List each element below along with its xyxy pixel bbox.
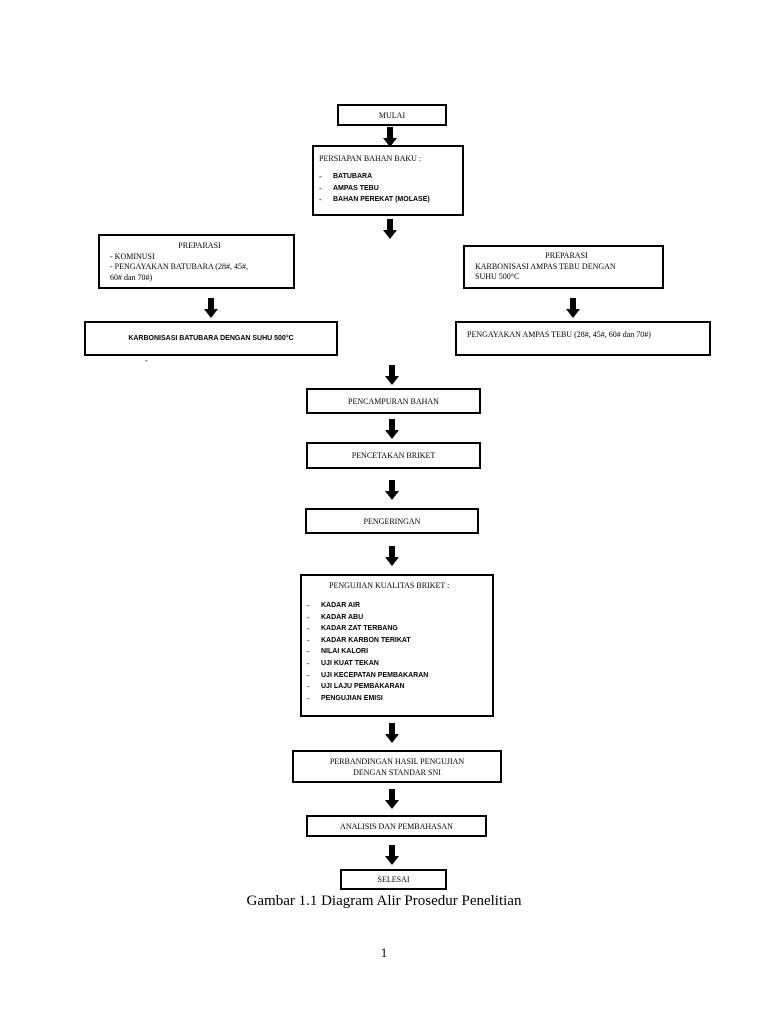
pengujian-title: PENGUJIAN KUALITAS BRIKET : [329,581,450,590]
list-item: - BATUBARA [319,171,458,183]
arrow-down-icon [385,723,399,743]
arrow-down-icon [383,127,397,147]
list-item-label: NILAI KALORI [321,648,369,656]
pencampuran-node: PENCAMPURAN BAHAN [306,388,481,414]
list-item: - BAHAN PEREKAT (MOLASE) [319,194,458,206]
pengeringan-label: PENGERINGAN [363,516,421,526]
list-dash: - [307,624,310,634]
perbandingan-line1: PERBANDINGAN HASIL PENGUJIAN [329,757,465,766]
pengujian-list: - KADAR AIR - KADAR ABU - KADAR ZAT TERBANG… [307,600,488,704]
arrow-down-icon [385,845,399,865]
list-item-label: BAHAN PEREKAT (MOLASE) [333,196,430,204]
pencetakan-label: PENCETAKAN BRIKET [351,451,436,460]
list-item-label: AMPAS TEBU [333,184,379,192]
perbandingan-line2: DENGAN STANDAR SNI [353,767,441,777]
list-item: - KADAR ZAT TERBANG [307,623,488,635]
list-dash: - [307,682,310,692]
preparasi-left-title: PREPARASI [178,241,221,250]
list-item-label: KADAR ABU [321,613,364,621]
end-label: SELESAI [377,875,410,884]
start-label: MULAI [378,110,406,120]
karbonisasi-batubara-node: KARBONISASI BATUBARA DENGAN SUHU 500°C [84,321,338,356]
list-item: - UJI LAJU PEMBAKARAN [307,681,488,693]
end-node: SELESAI [340,869,447,890]
pengujian-node: PENGUJIAN KUALITAS BRIKET : - KADAR AIR -… [300,574,494,717]
list-dash: - [319,172,322,181]
stray-mark: - [145,356,148,365]
list-item-label: KADAR KARBON TERIKAT [321,636,411,644]
preparasi-right-line2: SUHU 500°C [475,272,520,281]
list-item: - UJI KECEPATAN PEMBAKARAN [307,670,488,682]
page-number: 1 [380,945,388,960]
bahan-baku-title: PERSIAPAN BAHAN BAKU : [319,154,422,163]
list-dash: - [307,612,310,622]
list-item: - KADAR KARBON TERIKAT [307,635,488,647]
arrow-down-icon [204,298,218,318]
arrow-down-icon [385,365,399,385]
preparasi-right-node: PREPARASI KARBONISASI AMPAS TEBU DENGAN … [463,245,664,289]
list-item: - AMPAS TEBU [319,183,458,195]
list-dash: - [319,195,322,205]
list-dash: - [319,183,322,193]
analisis-label: ANALISIS DAN PEMBAHASAN [340,821,453,831]
bahan-baku-node: PERSIAPAN BAHAN BAKU : - BATUBARA - AMPAS … [312,145,464,216]
list-dash: - [307,670,310,680]
list-item: - NILAI KALORI [307,646,488,658]
pengayakan-ampas-label: PENGAYAKAN AMPAS TEBU (28#, 45#, 60# dan… [467,330,651,339]
arrow-down-icon [385,480,399,500]
arrow-down-icon [385,789,399,809]
list-item-label: PENGUJIAN EMISI [321,694,383,702]
list-item-label: UJI LAJU PEMBAKARAN [321,683,405,691]
list-item: - KADAR ABU [307,612,488,624]
preparasi-left-line1: - KOMINUSI [110,251,155,261]
list-item: - UJI KUAT TEKAN [307,658,488,670]
list-item-label: UJI KUAT TEKAN [321,659,379,667]
preparasi-left-line2: - PENGAYAKAN BATUBARA (28#, 45#, [110,262,248,271]
arrow-down-icon [385,546,399,566]
list-dash: - [307,658,310,668]
pencampuran-label: PENCAMPURAN BAHAN [348,396,439,406]
arrow-down-icon [385,419,399,439]
list-item-label: UJI KECEPATAN PEMBAKARAN [321,671,429,679]
list-item-label: KADAR AIR [321,602,361,609]
list-item-label: BATUBARA [333,173,373,180]
preparasi-right-line1: KARBONISASI AMPAS TEBU DENGAN [475,261,616,271]
pengeringan-node: PENGERINGAN [305,508,479,534]
list-item-label: KADAR ZAT TERBANG [321,625,398,633]
list-dash: - [307,647,310,657]
list-dash: - [307,601,310,610]
preparasi-left-node: PREPARASI - KOMINUSI - PENGAYAKAN BATUBA… [98,234,295,289]
figure-caption: Gambar 1.1 Diagram Alir Prosedur Penelit… [246,893,522,909]
arrow-down-icon [383,219,397,239]
list-dash: - [307,693,310,703]
perbandingan-node: PERBANDINGAN HASIL PENGUJIAN DENGAN STAN… [292,750,502,783]
list-dash: - [307,635,310,645]
list-item: - PENGUJIAN EMISI [307,693,488,705]
start-node: MULAI [337,104,447,126]
analisis-node: ANALISIS DAN PEMBAHASAN [306,815,487,837]
preparasi-left-line3: 60# dan 70#) [110,272,153,282]
bahan-baku-list: - BATUBARA - AMPAS TEBU - BAHAN PEREKAT (MO… [319,171,458,206]
preparasi-right-title: PREPARASI [545,251,588,260]
pencetakan-node: PENCETAKAN BRIKET [306,442,481,469]
arrow-down-icon [566,298,580,318]
list-item: - KADAR AIR [307,600,488,612]
karbonisasi-batubara-label: KARBONISASI BATUBARA DENGAN SUHU 500°C [128,334,294,342]
pengayakan-ampas-node: PENGAYAKAN AMPAS TEBU (28#, 45#, 60# dan… [455,321,711,356]
